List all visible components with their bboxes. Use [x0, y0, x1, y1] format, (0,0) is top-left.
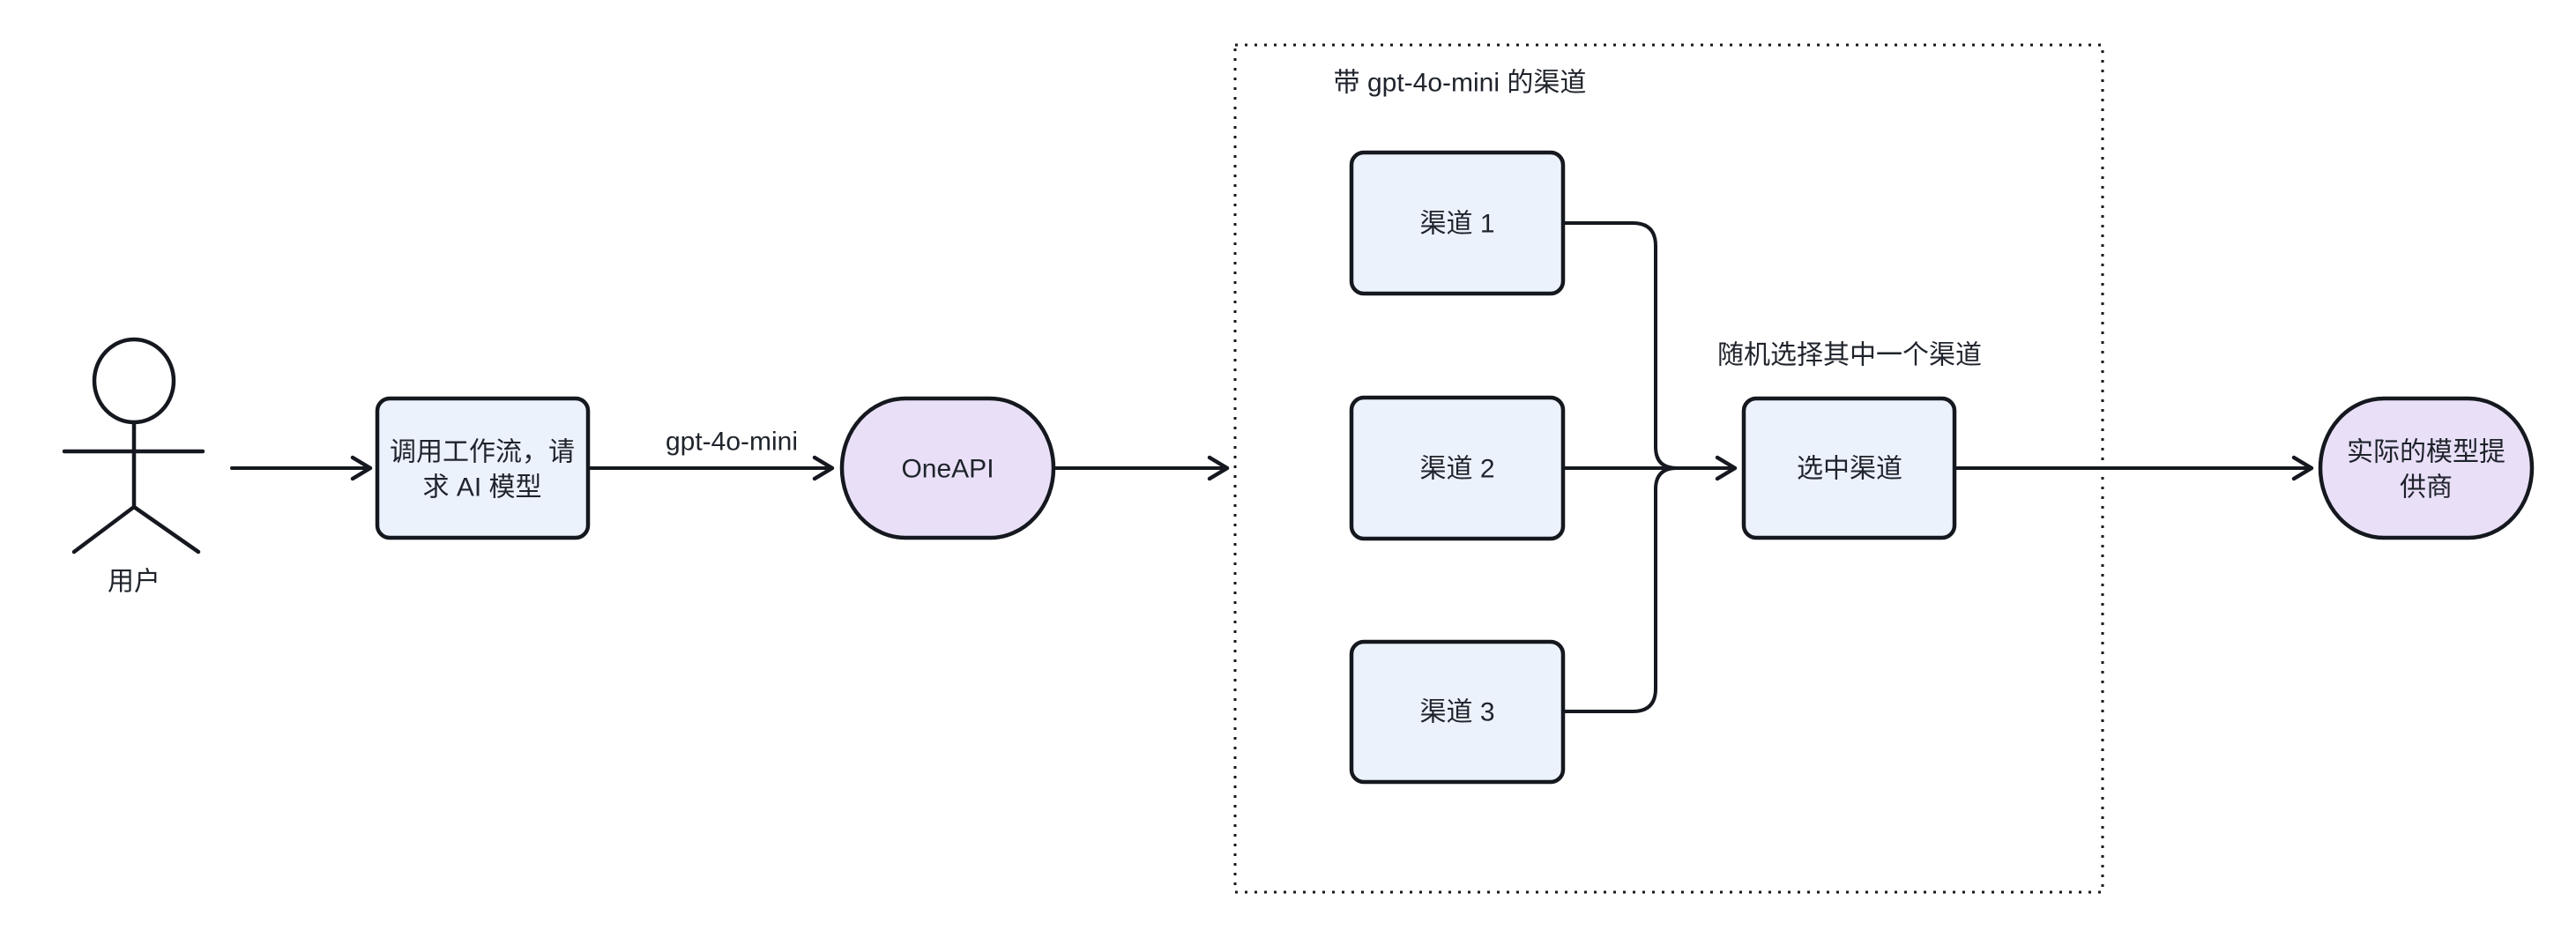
node-selected-channel-label: 选中渠道: [1797, 455, 1902, 484]
node-provider-label-line2: 供商: [2400, 473, 2453, 502]
node-selected-channel: 选中渠道: [1741, 396, 1957, 540]
node-channel-3: 渠道 3: [1349, 639, 1566, 785]
edge-channel3-merge: [1561, 466, 1679, 713]
node-oneapi-label: OneAPI: [901, 455, 994, 484]
edges: [230, 221, 2314, 713]
node-channel-2-label: 渠道 2: [1419, 455, 1494, 484]
node-oneapi-box: [839, 396, 1056, 540]
node-workflow-label-line1: 调用工作流，请: [390, 438, 575, 467]
node-channel-2: 渠道 2: [1349, 395, 1566, 541]
actor-figure-icon: [62, 337, 205, 555]
node-selected-channel-box: [1741, 396, 1957, 540]
edge-channel1-merge: [1561, 221, 1679, 470]
node-workflow-box: [375, 396, 591, 540]
actor-user: 用户: [62, 337, 205, 597]
node-provider-box: [2318, 396, 2535, 540]
node-channel-1-box: [1349, 150, 1566, 296]
node-workflow-label-line2: 求 AI 模型: [422, 473, 541, 502]
actor-label: 用户: [108, 568, 160, 597]
node-workflow: 调用工作流，请 求 AI 模型: [375, 396, 591, 540]
edge-label-random: 随机选择其中一个渠道: [1717, 341, 1982, 370]
node-channel-3-label: 渠道 3: [1419, 698, 1494, 727]
node-channel-2-box: [1349, 395, 1566, 541]
edge-label-model: gpt-4o-mini: [666, 428, 798, 457]
node-provider-label-line1: 实际的模型提: [2347, 438, 2505, 467]
node-channel-1: 渠道 1: [1349, 150, 1566, 296]
subgraph-title: 带 gpt-4o-mini 的渠道: [1334, 69, 1587, 98]
node-oneapi: OneAPI: [839, 396, 1056, 540]
node-channel-1-label: 渠道 1: [1419, 210, 1494, 239]
node-provider: 实际的模型提 供商: [2318, 396, 2535, 540]
node-channel-3-box: [1349, 639, 1566, 785]
